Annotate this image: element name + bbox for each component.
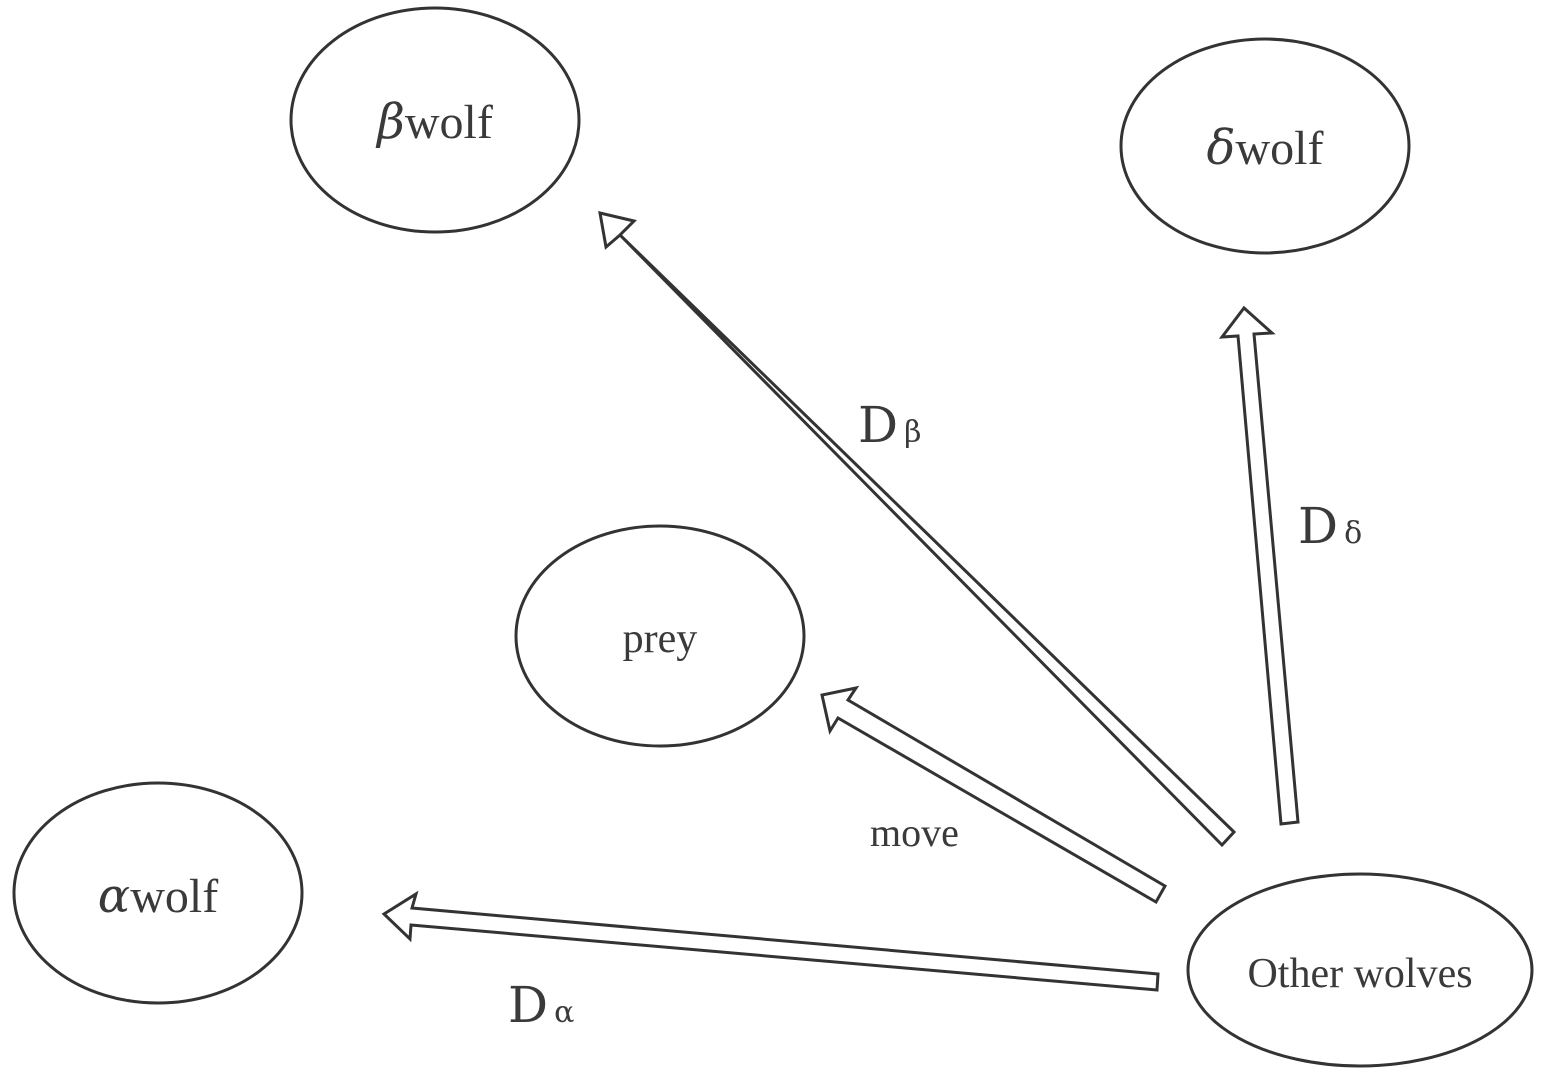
svg-text:βwolf: βwolf (375, 94, 493, 150)
d-beta-symbol: D (858, 396, 898, 454)
d-beta-subscript: β (904, 415, 921, 450)
beta-symbol: β (375, 94, 405, 150)
d-alpha-subscript: α (554, 995, 574, 1030)
arrow-to-prey (820, 685, 1168, 905)
other-wolves-label: Other wolves (1247, 951, 1472, 997)
svg-text:αwolf: αwolf (98, 868, 218, 924)
svg-text:δwolf: δwolf (1207, 120, 1324, 176)
arrow-to-beta (598, 211, 1237, 848)
node-other-wolves: Other wolves (1186, 872, 1534, 1068)
node-alpha-wolf: αwolf (12, 781, 304, 1005)
delta-wolf-label: wolf (1235, 122, 1323, 175)
alpha-symbol: α (98, 868, 130, 924)
node-prey: prey (514, 524, 806, 748)
delta-symbol: δ (1207, 120, 1236, 176)
d-delta-subscript: δ (1344, 516, 1362, 551)
prey-label: prey (623, 616, 698, 662)
arrow-to-alpha (381, 890, 1160, 992)
beta-wolf-label: wolf (405, 96, 493, 149)
d-delta-symbol: D (1298, 497, 1338, 555)
alpha-wolf-label: wolf (130, 870, 218, 923)
arrow-to-delta (1218, 305, 1300, 826)
node-delta-wolf: δwolf (1119, 37, 1411, 255)
edge-label-move: move (870, 810, 959, 855)
node-beta-wolf: βwolf (289, 6, 581, 234)
d-alpha-symbol: D (508, 976, 548, 1034)
